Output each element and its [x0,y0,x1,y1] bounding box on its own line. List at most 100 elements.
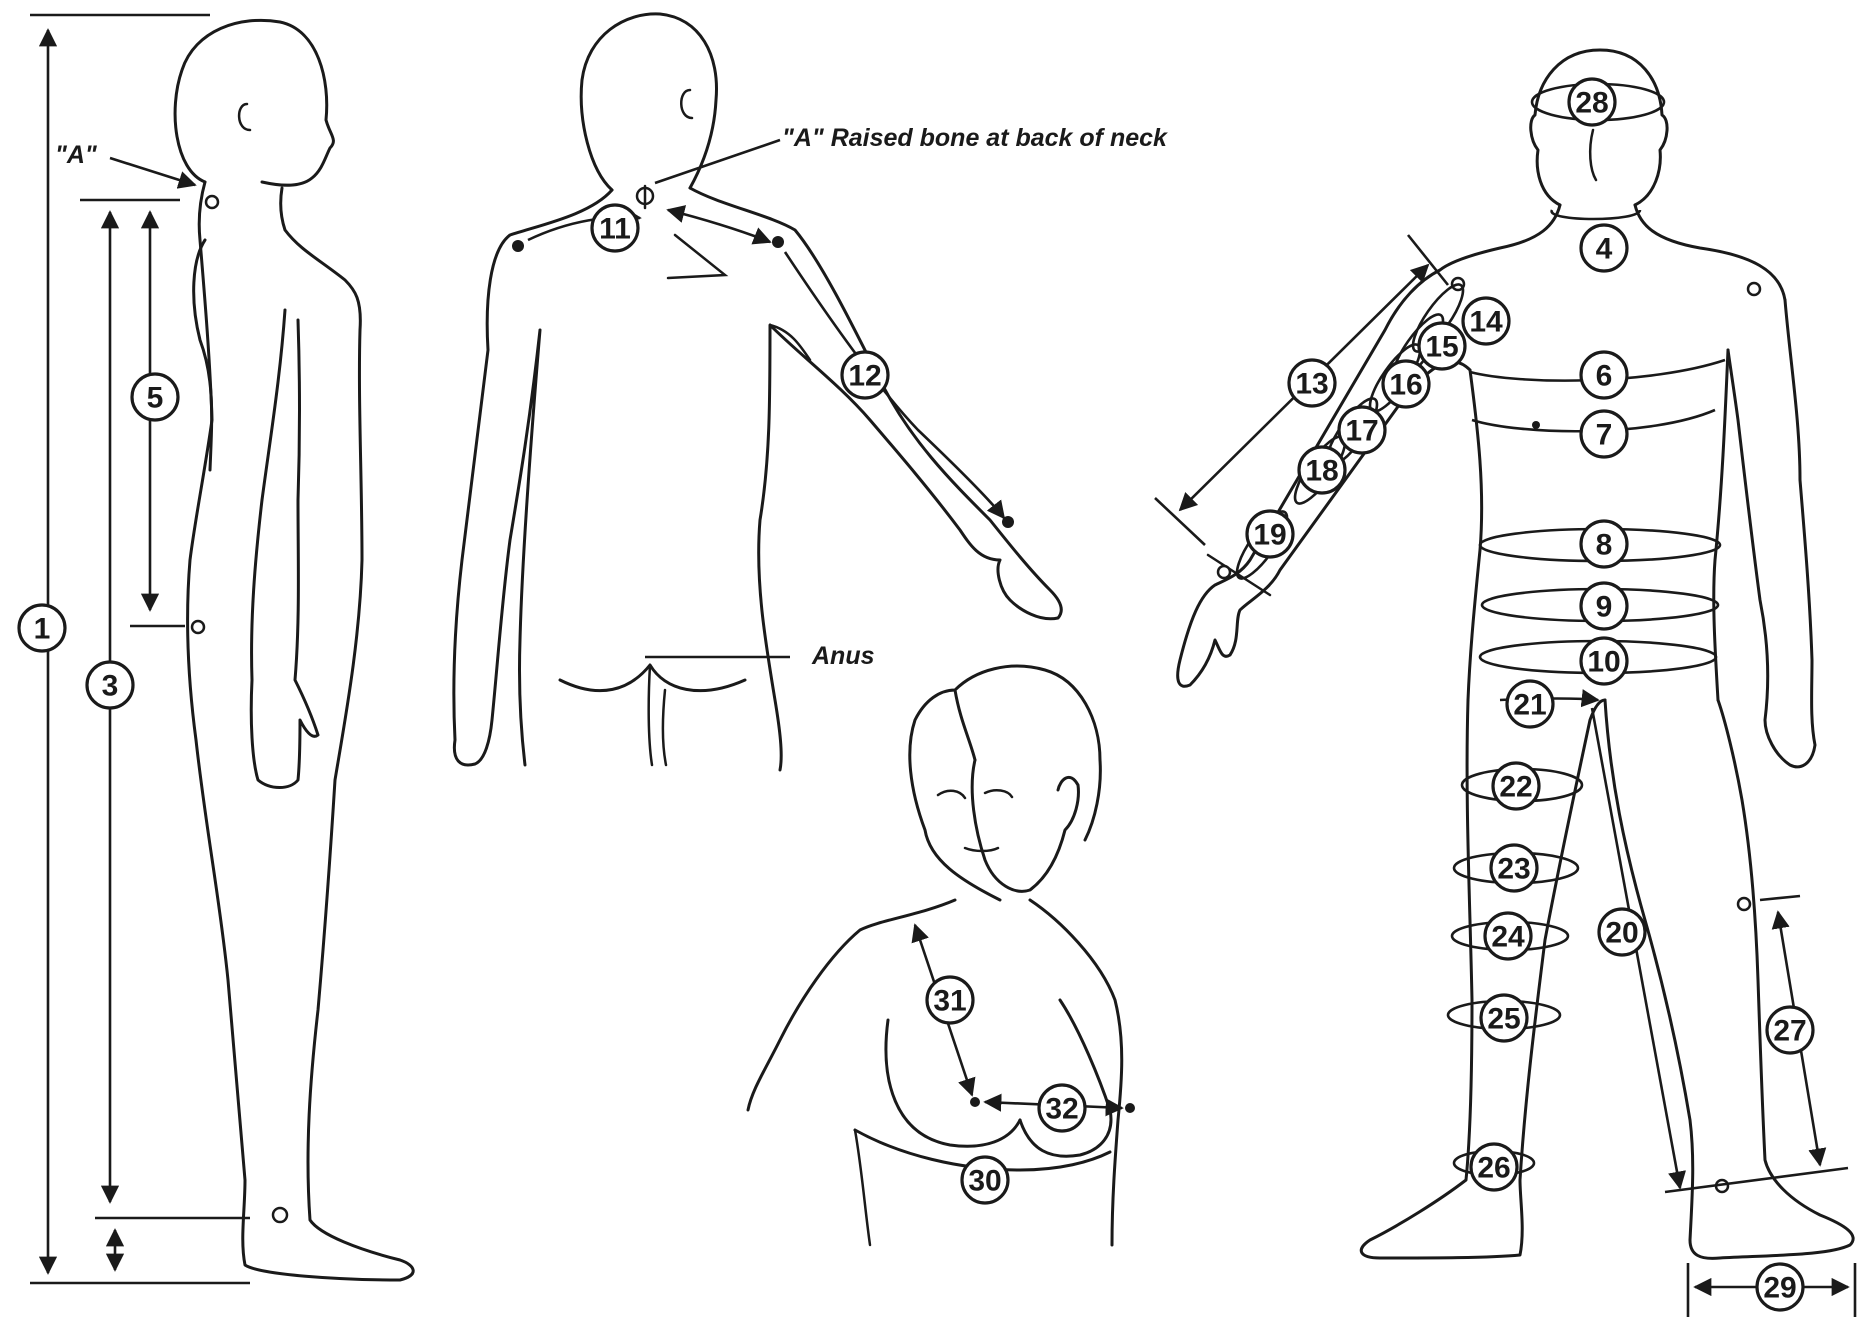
marker-label-4: 4 [1596,233,1613,266]
front-head-outline [1531,50,1667,205]
marker-label-8: 8 [1596,529,1613,562]
marker-label-15: 15 [1425,331,1458,364]
marker-label-14: 14 [1469,306,1503,339]
measurement-marker-20: 20 [1599,909,1645,955]
marker-label-28: 28 [1575,87,1608,120]
measure-a-back-leader [655,140,780,183]
front-chest-point [1532,421,1540,429]
bust-right-eye [985,790,1012,797]
measurement-marker-9: 9 [1581,583,1627,629]
measurement-marker-32: 32 [1039,1085,1085,1131]
marker-label-21: 21 [1513,689,1546,722]
front-right-arm [1728,300,1815,767]
side-hip-landmark [192,621,204,633]
measurement-marker-21: 21 [1507,681,1553,727]
side-ankle-landmark [273,1208,287,1222]
back-scapula-mark [668,235,725,278]
bust-side-line [855,1130,870,1245]
marker-label-20: 20 [1605,917,1638,950]
marker-label-17: 17 [1345,415,1378,448]
measurement-marker-5: 5 [132,374,178,420]
side-ear [239,104,250,130]
measurement-marker-31: 31 [927,977,973,1023]
marker-label-10: 10 [1587,646,1620,679]
marker-label-29: 29 [1763,1272,1796,1305]
marker-label-25: 25 [1487,1003,1520,1036]
side-view-figure [175,20,413,1280]
marker-label-6: 6 [1596,360,1613,393]
measurement-marker-7: 7 [1581,411,1627,457]
measure-a-side-leader [110,158,195,185]
marker-label-3: 3 [102,670,119,703]
measurement-marker-12: 12 [842,352,888,398]
measurement-marker-28: 28 [1569,79,1615,125]
annotation-a-raised-bone: "A" Raised bone at back of neck [782,124,1168,152]
back-left-shoulder-point [512,240,524,252]
marker-label-27: 27 [1773,1015,1806,1048]
marker-label-26: 26 [1477,1152,1510,1185]
measurement-marker-3: 3 [87,662,133,708]
marker-label-11: 11 [599,213,631,246]
measure-13-bottom-tick [1155,498,1205,545]
measure-27-top-tick [1760,896,1800,900]
front-view-figure [1178,50,1853,1258]
back-head-outline [581,14,716,190]
back-torso-right [690,188,1061,770]
bust-point [1125,1103,1135,1113]
side-arm-outline [251,310,318,788]
measurement-marker-13: 13 [1289,360,1335,406]
measurement-marker-24: 24 [1485,913,1531,959]
bust-left-eye [938,791,965,798]
side-head-outline [175,20,333,185]
measurement-marker-30: 30 [962,1157,1008,1203]
measurement-marker-19: 19 [1247,511,1293,557]
measurement-marker-11: 11 [592,205,638,251]
marker-label-32: 32 [1045,1093,1078,1126]
measurement-marker-26: 26 [1471,1144,1517,1190]
measurement-marker-16: 16 [1383,361,1429,407]
measurement-marker-8: 8 [1581,521,1627,567]
measurement-marker-22: 22 [1493,763,1539,809]
marker-label-31: 31 [933,985,966,1018]
marker-label-5: 5 [147,382,164,415]
back-torso-left [454,190,612,765]
side-neck-bone-landmark [206,196,218,208]
bust-figure [748,666,1135,1245]
front-wrist-landmark [1218,566,1230,578]
measurement-marker-29: 29 [1757,1264,1803,1310]
measurement-marker-17: 17 [1339,407,1385,453]
marker-label-18: 18 [1305,455,1338,488]
marker-label-16: 16 [1389,369,1422,402]
bust-hair-outline [910,666,1101,900]
marker-label-22: 22 [1499,771,1532,804]
measurement-marker-10: 10 [1581,638,1627,684]
measurement-marker-15: 15 [1419,323,1465,369]
marker-label-12: 12 [848,360,881,393]
bust-body-outline [748,900,1122,1245]
measurement-marker-18: 18 [1299,447,1345,493]
marker-label-19: 19 [1253,519,1286,552]
marker-label-30: 30 [968,1165,1001,1198]
ring-4-neck [1552,210,1640,219]
marker-label-9: 9 [1596,591,1613,624]
front-nose [1590,130,1596,180]
marker-label-13: 13 [1295,368,1328,401]
front-knee-landmark [1738,898,1750,910]
measurement-marker-4: 4 [1581,225,1627,271]
back-ear [681,90,692,118]
measurement-marker-23: 23 [1491,845,1537,891]
annotation-a-side: "A" [55,141,98,169]
measurement-marker-25: 25 [1481,995,1527,1041]
marker-label-1: 1 [34,613,51,646]
bust-face-outline [972,760,1078,891]
bust-breast-right [1020,1000,1111,1156]
measure-12-line [785,252,1004,518]
back-right-shoulder-point [772,236,784,248]
measurement-marker-6: 6 [1581,352,1627,398]
annotation-anus: Anus [811,642,875,670]
marker-label-7: 7 [1596,419,1613,452]
marker-label-23: 23 [1497,853,1530,886]
measurement-marker-1: 1 [19,605,65,651]
